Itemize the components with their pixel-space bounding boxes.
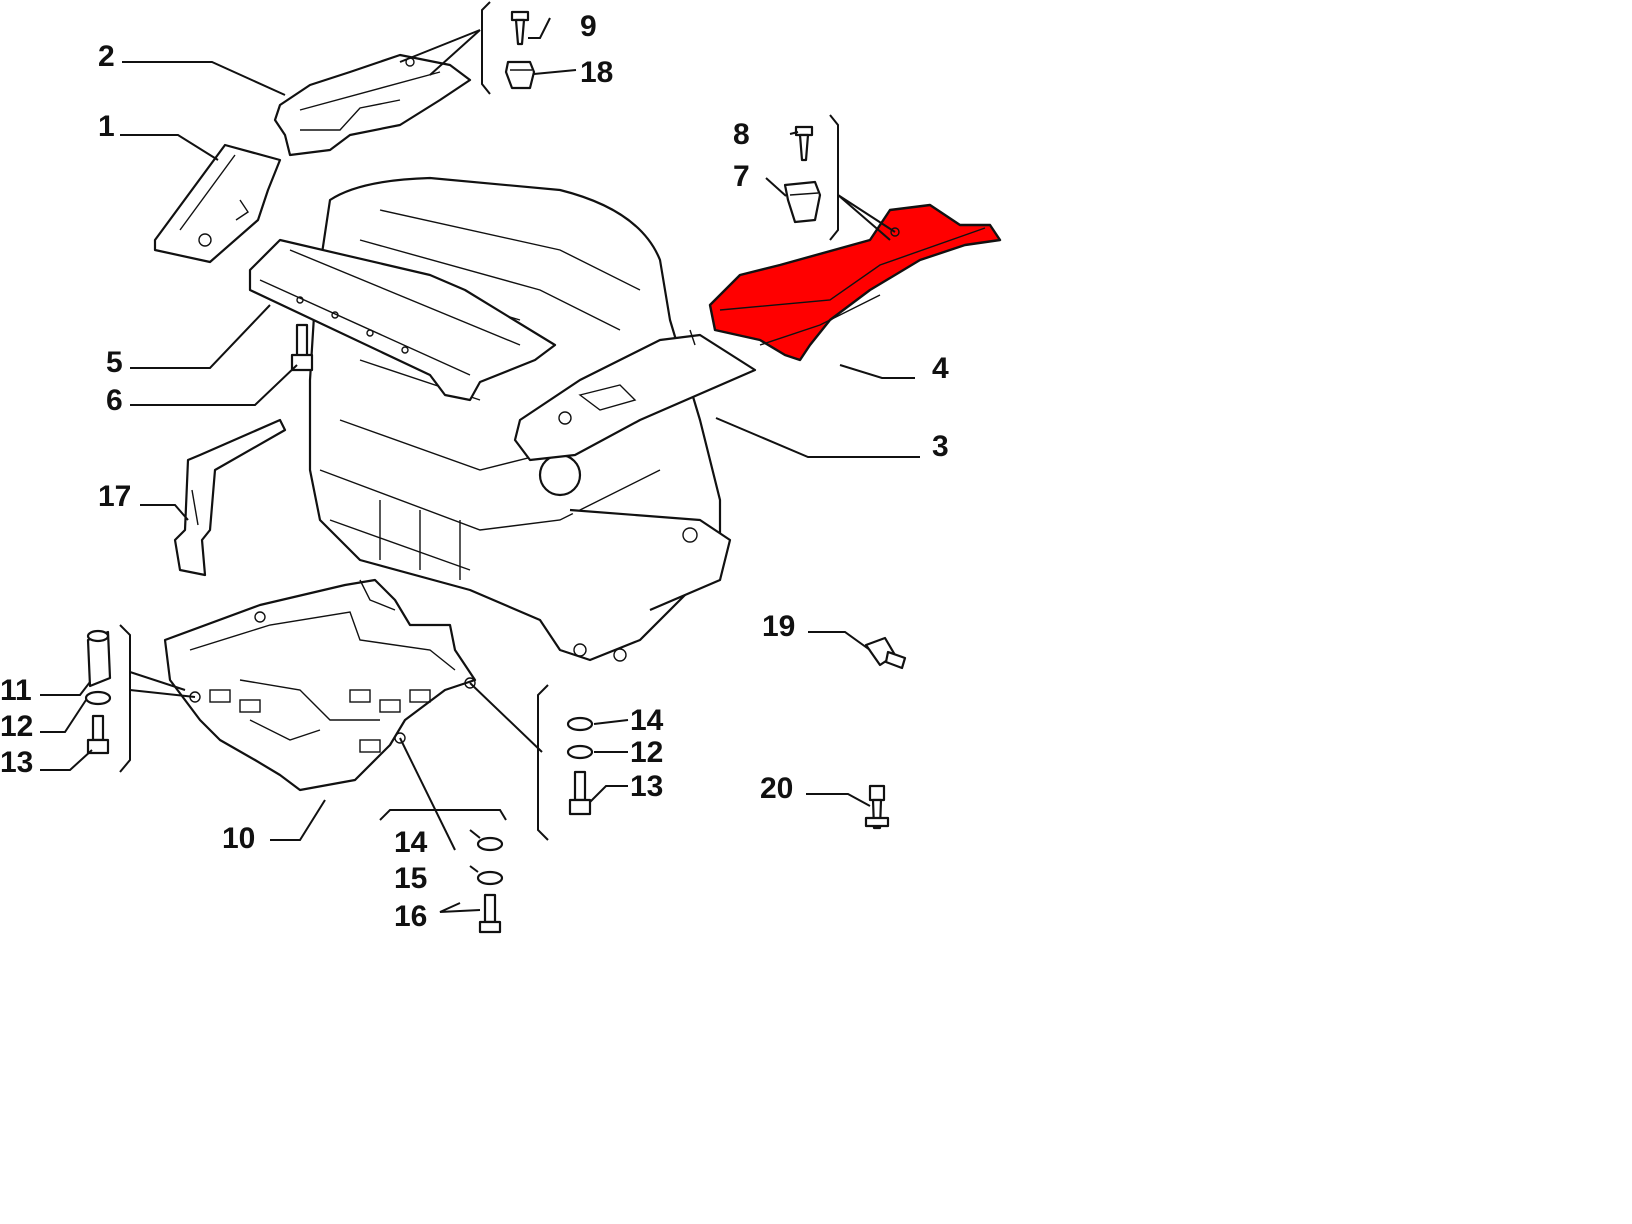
fastener-12-washer-right <box>566 744 594 760</box>
callout-17: 17 <box>98 480 131 513</box>
callout-labels: 2 1 9 18 8 7 5 6 4 3 17 19 11 12 13 14 1… <box>0 10 949 933</box>
callout-12-left: 12 <box>0 710 33 743</box>
callout-11: 11 <box>0 674 32 707</box>
callout-2: 2 <box>98 40 115 73</box>
callout-13-left: 13 <box>0 746 33 779</box>
callout-6: 6 <box>106 384 123 417</box>
fastener-15-washer-bottom <box>476 870 504 886</box>
part-5-cover <box>248 238 557 402</box>
bracket-14-16 <box>379 809 507 821</box>
fastener-18-clip <box>504 60 536 90</box>
callout-18: 18 <box>580 56 613 89</box>
callout-9: 9 <box>580 10 597 43</box>
callout-20: 20 <box>760 772 793 805</box>
fastener-6-bolt <box>290 323 314 372</box>
fastener-20-screw <box>864 784 890 830</box>
bracket-9-18 <box>481 1 491 95</box>
part-2-shield <box>273 53 472 157</box>
fastener-14-washer-right <box>566 716 594 732</box>
fastener-7-clip <box>783 180 822 224</box>
bracket-11-13 <box>119 624 131 773</box>
fastener-12-washer-left <box>84 690 112 706</box>
part-10-undertray <box>163 578 477 792</box>
bracket-8-7 <box>829 114 839 241</box>
fastener-19-bolt <box>864 636 907 670</box>
callout-14-bottom: 14 <box>394 826 428 859</box>
callout-16: 16 <box>394 900 427 933</box>
leader-lines <box>40 17 920 913</box>
callout-12-right: 12 <box>630 736 663 769</box>
callout-15: 15 <box>394 862 427 895</box>
callout-19: 19 <box>762 610 795 643</box>
fastener-16-stud <box>478 893 502 934</box>
callout-3: 3 <box>932 430 949 463</box>
fastener-11-spacer <box>86 629 112 688</box>
callout-14-right: 14 <box>630 704 664 737</box>
fastener-8-screw <box>794 125 814 162</box>
fastener-14-washer-bottom <box>476 836 504 852</box>
callout-5: 5 <box>106 346 123 379</box>
part-4-highlighted-cover <box>708 203 1002 362</box>
part-1-shield <box>153 143 282 264</box>
part-3-cover <box>513 329 757 462</box>
callout-1: 1 <box>98 110 115 143</box>
part-17-bracket <box>173 418 287 577</box>
fastener-9-screw <box>510 10 530 46</box>
callout-10: 10 <box>222 822 255 855</box>
callout-7: 7 <box>733 160 750 193</box>
callout-4: 4 <box>932 352 949 385</box>
callout-13-right: 13 <box>630 770 663 803</box>
bracket-14-13-right <box>537 684 549 841</box>
fastener-13-bolt-right <box>568 770 592 816</box>
fastener-13-bolt-left <box>86 714 110 755</box>
callout-8: 8 <box>733 118 750 151</box>
